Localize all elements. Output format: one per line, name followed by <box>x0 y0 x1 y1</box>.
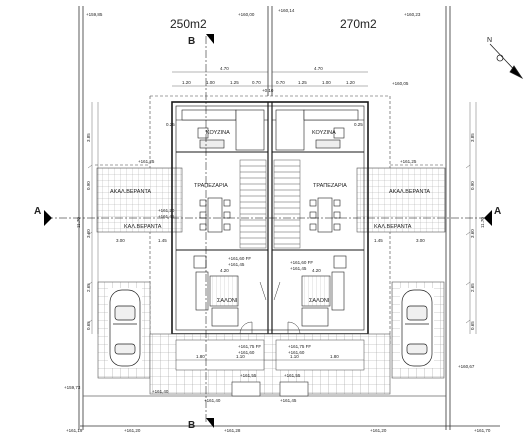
elev-front-right-floor: +161,60 <box>288 350 305 355</box>
dim-top-seg-4: 0.70 <box>252 80 261 85</box>
elev-veranda-left-a: +161,20 <box>158 208 175 213</box>
elev-bottom-left: +161,40 <box>152 389 169 394</box>
room-kitchen-right: ΚΟΥΖΙΝΑ <box>312 130 336 136</box>
elev-mid-right: +161,25 <box>400 159 417 164</box>
front-yard <box>149 333 391 397</box>
dim-mid-right-b: 3.00 <box>416 238 425 243</box>
elev-top-center-right: +160,14 <box>278 8 295 13</box>
elev-bottom-mid-left: +161,40 <box>204 398 221 403</box>
stairs <box>239 159 301 249</box>
dim-left-3: 3.60 <box>86 229 91 238</box>
dim-small-left: 0.25 <box>166 122 175 127</box>
car-right-icon <box>401 289 433 367</box>
room-uncovered-veranda-left: ΑΚΑΛ.ΒΕΡΑΝΤΑ <box>110 189 151 195</box>
north-label: N <box>487 37 492 44</box>
right-area-title: 270m2 <box>340 17 377 31</box>
living-furniture <box>193 255 347 327</box>
dim-mid-left: 3.00 <box>116 238 125 243</box>
dim-bottom-2: 1.10 <box>236 354 245 359</box>
elev-bottom-28: +161,28 <box>224 428 241 433</box>
elev-entry-left: +161,55 <box>240 373 257 378</box>
car-left-icon <box>109 289 141 367</box>
elev-right-of-top: +160,05 <box>392 81 409 86</box>
dim-top-seg-6: 1.25 <box>298 80 307 85</box>
dim-bottom-3: 1.10 <box>290 354 299 359</box>
elev-living-right-ff: +161,60 FF <box>290 260 313 265</box>
dim-small-right: 0.25 <box>354 122 363 127</box>
room-covered-veranda-left: ΚΑΛ.ΒΕΡΑΝΤΑ <box>124 224 162 230</box>
elev-top-left-corner: +159,85 <box>86 12 103 17</box>
section-a-right-label: A <box>494 206 501 217</box>
elev-bottom-mid: +161,45 <box>280 398 297 403</box>
room-living-right: ΣΑΛΟΝΙ <box>309 298 330 304</box>
section-b-bottom-label: B <box>188 420 195 431</box>
dim-top-seg-8: 1.20 <box>346 80 355 85</box>
section-b-arrows <box>206 34 214 428</box>
room-covered-veranda-right: ΚΑΛ.ΒΕΡΑΝΤΑ <box>374 224 412 230</box>
dim-left-2: 0.90 <box>86 181 91 190</box>
elev-bottom-20: +161,20 <box>124 428 141 433</box>
dim-top-center: +0.10 <box>262 88 274 93</box>
room-kitchen-left: ΚΟΥΖΙΝΑ <box>206 130 230 136</box>
dim-left-4: 2.65 <box>86 283 91 292</box>
dim-living-left: 4.20 <box>220 268 229 273</box>
dim-bottom-1: 1.80 <box>196 354 205 359</box>
dim-top-width-left: 4.70 <box>220 66 229 71</box>
elev-entry-right: +161,55 <box>284 373 301 378</box>
dim-top-seg-7: 1.00 <box>322 80 331 85</box>
room-living-left: ΣΑΛΟΝΙ <box>217 298 238 304</box>
elev-front-left-floor: +161,60 <box>238 350 255 355</box>
elev-top-right-corner: +160,23 <box>404 12 421 17</box>
elev-far-left: +159,73 <box>64 385 81 390</box>
dim-left-1: 3.85 <box>86 133 91 142</box>
left-area-title: 250m2 <box>170 17 207 31</box>
elev-living-left-ff: +161,60 FF <box>228 256 251 261</box>
elev-front-left-ff: +161,75 FF <box>238 344 261 349</box>
dims-side-right: 3.85 0.90 3.60 2.65 0.65 11.70 <box>470 133 485 330</box>
room-dining-right: ΤΡΑΠΕΖΑΡΙΑ <box>313 183 347 189</box>
elev-bottom-right-70: +161,70 <box>474 428 491 433</box>
room-dining-left: ΤΡΑΠΕΖΑΡΙΑ <box>194 183 228 189</box>
elev-top-center-left: +160,00 <box>238 12 255 17</box>
dim-top-width-right: 4.70 <box>314 66 323 71</box>
dim-top-seg-2: 1.00 <box>206 80 215 85</box>
section-a-left-label: A <box>34 206 41 217</box>
kitchen-fixtures <box>181 109 359 151</box>
dim-living-right: 4.20 <box>312 268 321 273</box>
dim-bottom-4: 1.80 <box>330 354 339 359</box>
plot-boundaries <box>78 6 500 430</box>
dim-right-2: 0.90 <box>470 181 475 190</box>
north-arrow-icon <box>489 43 524 80</box>
dim-mid-right: 1.45 <box>374 238 383 243</box>
dim-left-total: 11.70 <box>76 217 81 228</box>
dims-side-left: 3.85 0.90 3.60 2.65 0.65 11.70 <box>76 133 91 330</box>
dim-right-4: 2.65 <box>470 283 475 292</box>
dim-left-5: 0.65 <box>86 321 91 330</box>
dim-top-seg-3: 1.25 <box>230 80 239 85</box>
openings <box>239 281 301 335</box>
dim-top-seg-1: 1.20 <box>182 80 191 85</box>
elev-living-left-floor: +161,45 <box>228 262 245 267</box>
elev-mid-left: +161,25 <box>138 159 155 164</box>
elev-living-right-floor: +161,45 <box>290 266 307 271</box>
elevation-tags: +159,85 +160,00 +160,14 +160,23 +160,05 … <box>64 8 491 433</box>
elev-bottom-left-low: +161,19 <box>66 428 83 433</box>
terrace-zones <box>96 167 446 233</box>
dim-right-total: 11.70 <box>480 217 485 228</box>
elev-veranda-left-b: +161,45 <box>158 214 175 219</box>
dim-right-3: 3.60 <box>470 229 475 238</box>
dim-top-seg-5: 0.70 <box>276 80 285 85</box>
elev-bottom-right-20: +161,20 <box>370 428 387 433</box>
elev-far-right: +160,67 <box>458 364 475 369</box>
dining-tables <box>199 197 341 233</box>
dim-right-5: 0.65 <box>470 321 475 330</box>
room-uncovered-veranda-right: ΑΚΑΛ.ΒΕΡΑΝΤΑ <box>389 189 430 195</box>
section-b-top-label: B <box>188 36 195 47</box>
elev-front-right-ff: +161,75 FF <box>288 344 311 349</box>
dim-right-1: 3.85 <box>470 133 475 142</box>
section-a-arrows <box>44 210 492 226</box>
dim-mid-left-b: 1.45 <box>158 238 167 243</box>
